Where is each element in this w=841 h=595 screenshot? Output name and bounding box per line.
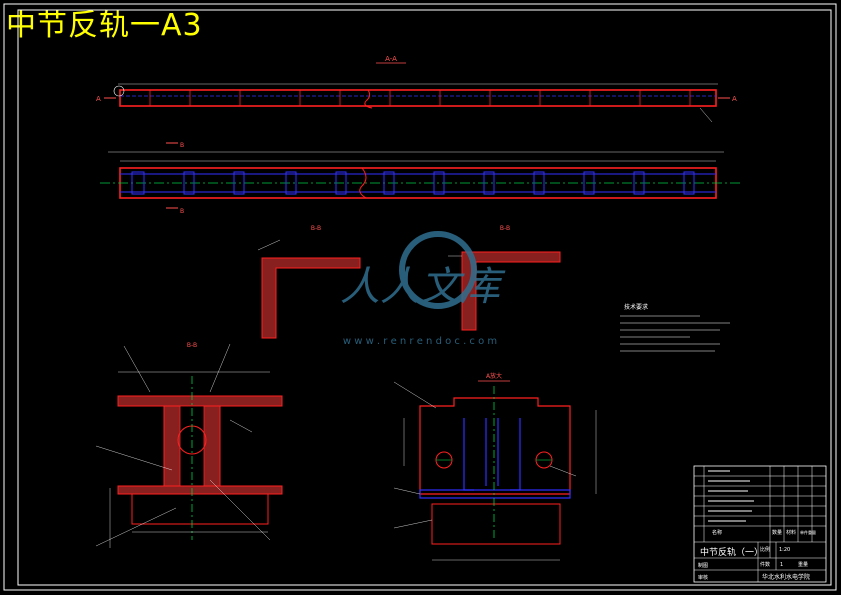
- part-name: 中节反轨（一）: [700, 546, 763, 558]
- bom-header-material: 材料: [786, 529, 796, 536]
- tech-requirements-heading: 技术要求: [624, 303, 648, 311]
- plan-view: B B: [100, 142, 740, 215]
- plan-break-line: [359, 167, 367, 199]
- bom-header-name: 名称: [712, 529, 722, 536]
- title-block-frame: [693, 465, 827, 583]
- detail-a-view: A放大: [393, 372, 597, 561]
- arrow-a-left: A: [96, 95, 101, 103]
- section-aa-view: A-A A A: [96, 55, 737, 123]
- weight-label: 重量: [798, 561, 808, 568]
- watermark-url: w w w . r e n r e n d o c . c o m: [343, 336, 497, 347]
- detail-a-label: A放大: [486, 372, 502, 380]
- count-value: 1: [780, 562, 783, 568]
- bb-bottom-flange: [117, 485, 283, 495]
- detail-callout-circle: [113, 85, 125, 97]
- outer-border: [3, 3, 837, 591]
- count-label: 件数: [760, 561, 770, 568]
- drawing-title: 中节反轨一A3: [6, 8, 203, 43]
- detail-a-leaders: [393, 381, 577, 529]
- rail-outline: [119, 89, 717, 107]
- leader-line: [699, 107, 713, 123]
- watermark-logo-text: 人人文库: [340, 264, 506, 310]
- arrow-b-top: B: [180, 142, 184, 149]
- bom-rows: [694, 475, 826, 571]
- tech-requirements: 技术要求: [620, 303, 730, 352]
- checked-label: 审核: [698, 574, 708, 581]
- plan-stiffeners: [131, 171, 695, 195]
- section-aa-label: A-A: [385, 55, 397, 63]
- arrow-b-bottom: B: [180, 208, 184, 215]
- watermark: 人人文库 w w w . r e n r e n d o c . c o m: [340, 231, 506, 347]
- detail-a-base: [431, 503, 561, 545]
- bb-base: [131, 493, 269, 525]
- angle-left-label: B-B: [311, 225, 321, 232]
- bb-top-flange: [117, 395, 283, 407]
- arrow-a-right: A: [732, 95, 737, 103]
- watermark-logo-icon: [399, 231, 477, 309]
- bom-header-qty: 数量: [772, 529, 782, 536]
- angle-left-shape: [261, 257, 361, 339]
- break-line: [364, 89, 373, 109]
- bom-header-weight: 单件重量: [800, 529, 816, 535]
- angle-left-leader: [257, 239, 281, 251]
- bom-columns: [703, 466, 813, 582]
- scale-value: 1:20: [779, 547, 790, 553]
- bb-leaders: [95, 343, 271, 547]
- section-bb-view: B-B: [95, 342, 283, 548]
- bom-entries: [708, 470, 754, 522]
- stiffener-ribs: [149, 90, 691, 106]
- section-bb-label: B-B: [187, 342, 197, 349]
- tech-requirements-lines: [620, 315, 730, 352]
- drawn-by-label: 制图: [698, 562, 708, 569]
- detail-a-hidden-webs: [463, 418, 521, 491]
- inner-border: [17, 9, 832, 586]
- scale-label: 比例: [760, 546, 770, 553]
- school-name: 华北水利水电学院: [762, 573, 810, 581]
- angle-right-label: B-B: [500, 225, 510, 232]
- detail-a-outline: [419, 397, 571, 495]
- title-block: 名称 数量 材料 单件重量 中节反轨（一） 比例 1:20 件数 1 重量 制图…: [693, 465, 827, 583]
- angle-section-left: B-B: [257, 225, 361, 339]
